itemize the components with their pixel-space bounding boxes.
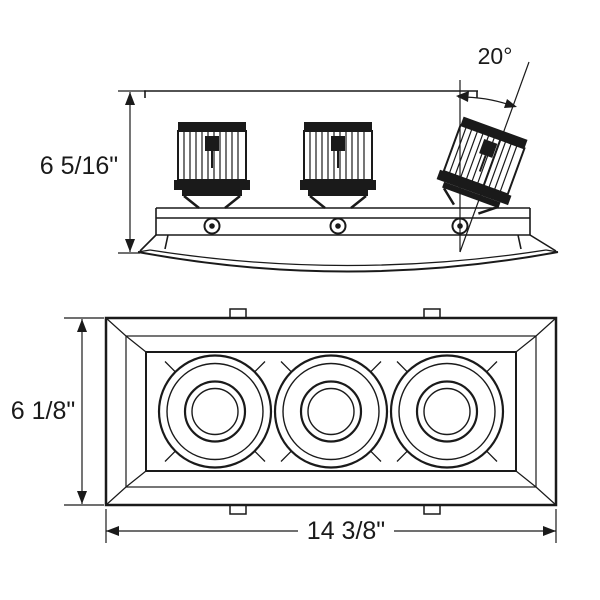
angle-arrowhead-left	[456, 91, 469, 102]
extension-lines	[105, 509, 557, 543]
side-height-label: 6 5/16"	[40, 152, 118, 180]
mounting-plate	[155, 207, 531, 250]
arrowhead-up	[77, 319, 87, 332]
lamp-module-3-tilted	[420, 114, 533, 248]
side-height-dimension: 6 5/16"	[40, 90, 146, 254]
tab-top-left	[229, 308, 247, 319]
lamp-module-1	[172, 120, 252, 235]
trim-lip-outer	[137, 251, 559, 273]
tilt-angle-annotation: 20°	[456, 43, 530, 253]
trim-lip-inner	[149, 249, 547, 267]
trim-flange-rect	[125, 335, 537, 488]
angle-arrowhead-right	[504, 99, 517, 108]
plan-height-label: 6 1/8"	[11, 397, 75, 425]
arrowhead-right	[543, 526, 556, 536]
tab-bottom-right	[423, 504, 441, 515]
mitre-corner-lines	[105, 317, 557, 506]
angle-tilted-line	[459, 61, 530, 253]
aperture-2	[273, 354, 389, 469]
trim-flare	[139, 234, 557, 252]
plan-width-label: 14 3/8"	[307, 517, 385, 545]
trim-lip-ends	[137, 249, 559, 253]
bottom-plan-view: 6 1/8" 14 3/8"	[11, 308, 558, 545]
aperture-3	[389, 354, 505, 469]
extension-lines	[64, 317, 104, 506]
arrowhead-up	[125, 92, 135, 105]
aperture-1	[157, 354, 273, 469]
lamp-module-2	[298, 120, 378, 235]
arrowhead-left	[106, 526, 119, 536]
extension-lines	[118, 90, 146, 254]
arrowhead-down	[125, 239, 135, 252]
plan-width-dimension: 14 3/8"	[105, 509, 557, 545]
side-elevation-view: 6 5/16" 20°	[40, 43, 559, 273]
housing-top-line	[144, 90, 478, 98]
aperture-frame-rect	[145, 351, 517, 472]
tab-bottom-left	[229, 504, 247, 515]
trim-outer-rect	[104, 316, 558, 507]
tilt-angle-label: 20°	[478, 43, 513, 69]
plan-height-dimension: 6 1/8"	[11, 317, 104, 506]
tab-top-right	[423, 308, 441, 319]
arrowhead-down	[77, 491, 87, 504]
